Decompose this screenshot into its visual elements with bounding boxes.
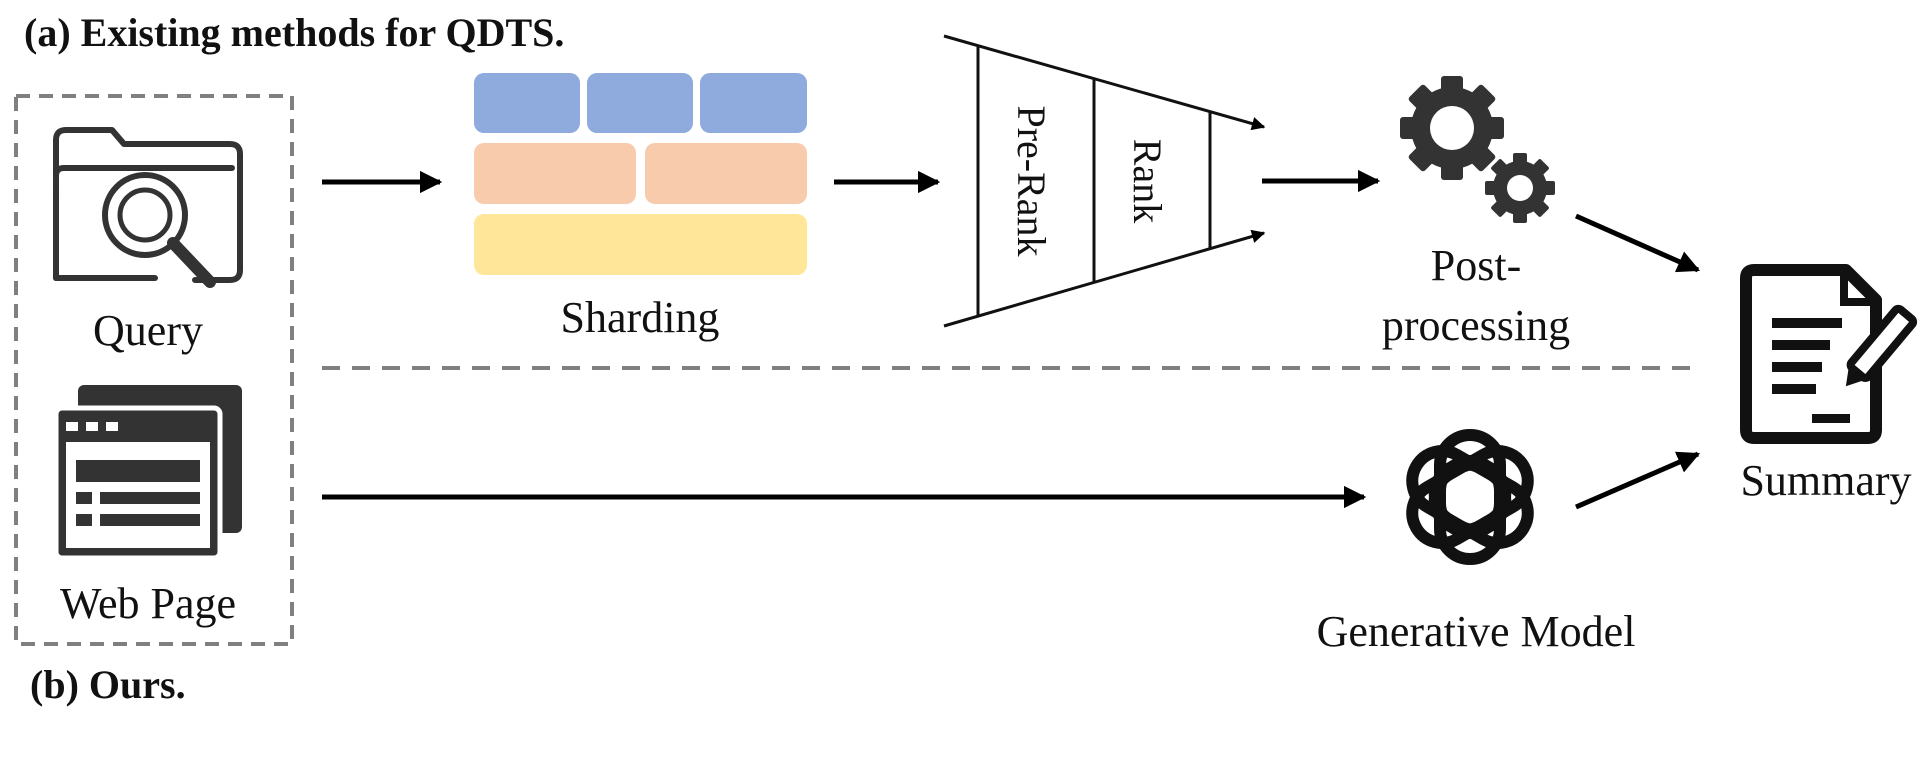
folder-search-icon <box>53 127 243 288</box>
shard-peach-1 <box>474 143 636 204</box>
gears-icon <box>1400 76 1555 223</box>
pre-rank-label: Pre-Rank <box>1009 105 1054 256</box>
browser-window-icon <box>53 385 242 561</box>
post-processing-label-line1: Post- <box>1431 241 1521 290</box>
shard-blue-2 <box>587 73 693 133</box>
section-a-title: (a) Existing methods for QDTS. <box>24 10 564 55</box>
shard-blue-1 <box>474 73 580 133</box>
web-page-label: Web Page <box>60 579 236 628</box>
arrow-post-to-summary <box>1574 213 1701 273</box>
query-label: Query <box>93 306 203 355</box>
rank-label: Rank <box>1125 139 1170 223</box>
summary-label: Summary <box>1740 456 1911 505</box>
post-processing-label-line2: processing <box>1382 301 1570 350</box>
arrow-model-to-summary <box>1575 451 1701 510</box>
shard-yellow <box>474 214 807 275</box>
openai-logo-icon <box>1406 429 1534 565</box>
sharding-label: Sharding <box>561 293 720 342</box>
shard-blue-3 <box>700 73 807 133</box>
rank-funnel <box>943 34 1266 328</box>
input-box <box>14 94 294 646</box>
section-b-title: (b) Ours. <box>30 662 186 707</box>
shard-peach-2 <box>645 143 807 204</box>
generative-model-label: Generative Model <box>1317 607 1636 656</box>
sharding-blocks <box>474 73 807 275</box>
document-pen-icon <box>1740 264 1918 444</box>
